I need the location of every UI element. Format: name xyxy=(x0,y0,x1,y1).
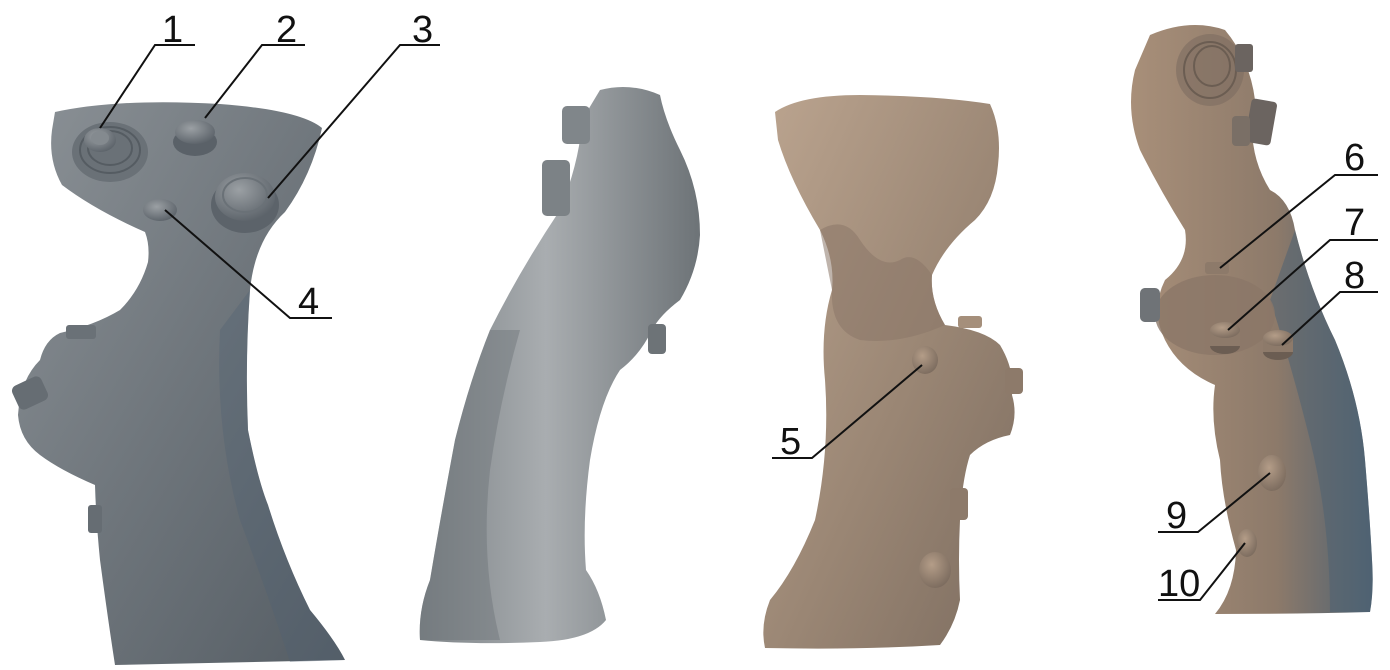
side-button-icon xyxy=(958,316,982,328)
rear-view xyxy=(763,95,1023,649)
button-8-icon xyxy=(1263,330,1293,360)
side-button-icon xyxy=(1140,288,1160,322)
button-9-icon xyxy=(1258,455,1286,491)
rear-grip-body xyxy=(763,95,1014,649)
callout-label-4: 4 xyxy=(298,281,319,323)
side-button-icon xyxy=(1232,116,1250,146)
button-7-icon xyxy=(1210,322,1240,354)
side-button-icon xyxy=(88,505,102,533)
callout-label-5: 5 xyxy=(780,421,801,463)
button-10-icon xyxy=(1237,529,1257,557)
callout-label-3: 3 xyxy=(412,9,433,51)
callout-label-10: 10 xyxy=(1158,563,1200,605)
side-button-icon xyxy=(950,488,968,520)
callout-label-6: 6 xyxy=(1344,137,1365,179)
side-button-icon xyxy=(919,552,951,588)
callout-label-8: 8 xyxy=(1344,255,1365,297)
side-button-icon xyxy=(542,160,570,216)
callout-label-1: 1 xyxy=(162,9,183,51)
side-button-icon xyxy=(66,325,96,339)
button-2-icon xyxy=(173,120,217,156)
front-view xyxy=(10,102,345,665)
side-button-icon xyxy=(1005,368,1023,394)
hat-switch-icon xyxy=(72,122,148,182)
left-side-view xyxy=(420,87,700,643)
button-4-icon xyxy=(143,199,177,221)
side-button-icon xyxy=(648,324,666,354)
callout-label-9: 9 xyxy=(1166,495,1187,537)
callout-label-2: 2 xyxy=(276,9,297,51)
side-button-icon xyxy=(562,106,590,144)
callout-label-7: 7 xyxy=(1344,202,1365,244)
